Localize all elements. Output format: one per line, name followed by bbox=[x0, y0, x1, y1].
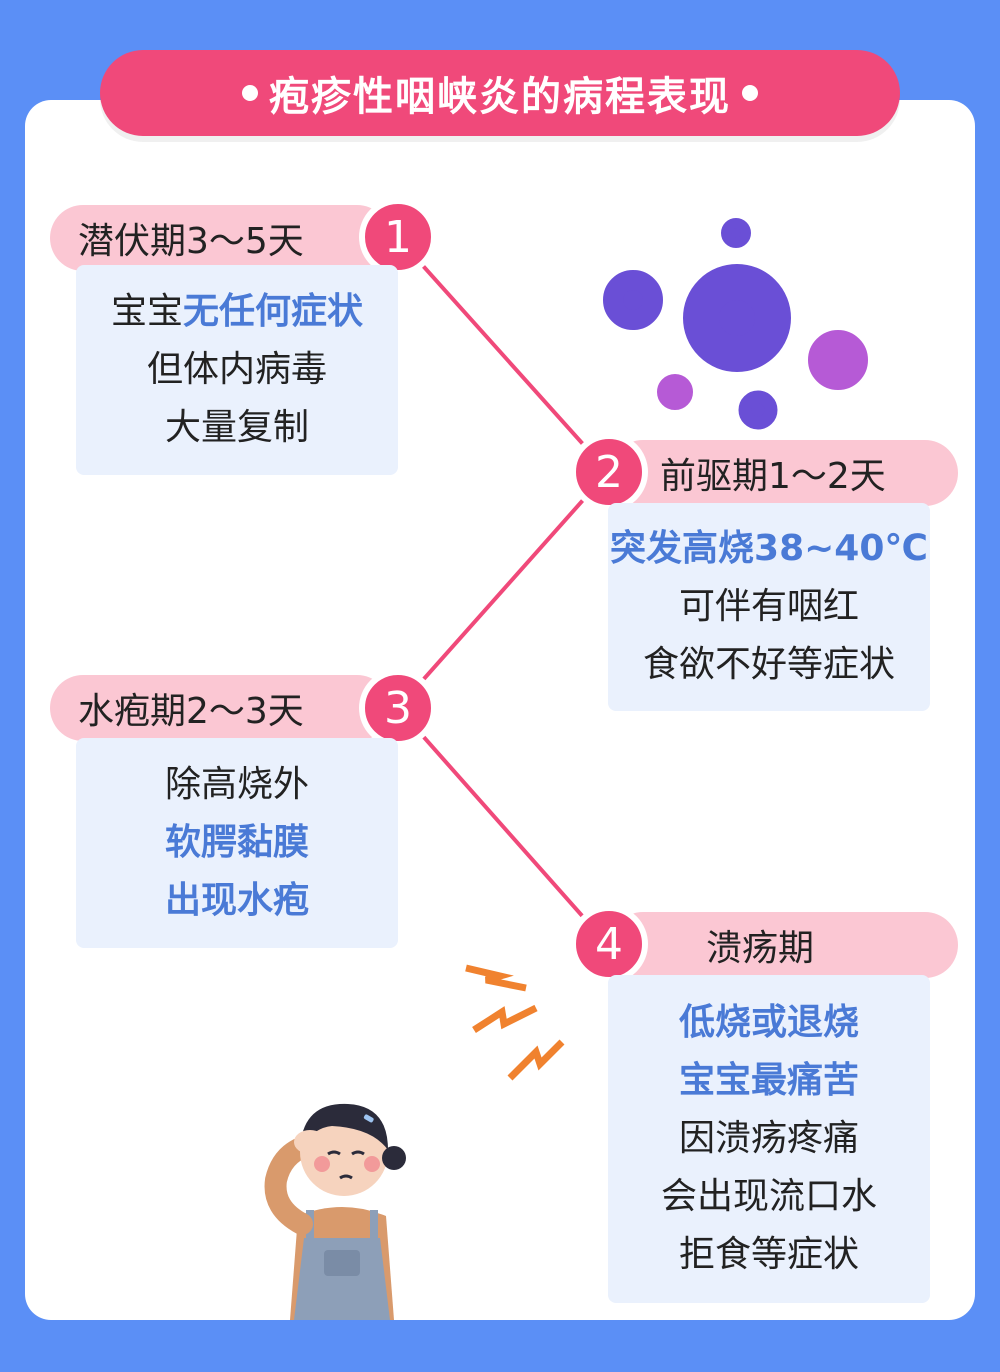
stage-4-description: 低烧或退烧 宝宝最痛苦 因溃疡疼痛 会出现流口水 拒食等症状 bbox=[608, 975, 930, 1303]
stage-2-label: 前驱期1～2天 bbox=[610, 440, 958, 506]
stage-2-label-text: 前驱期1～2天 bbox=[660, 456, 886, 497]
stage-1-line-1: 宝宝无任何症状 bbox=[110, 291, 364, 332]
stage-1-number-text: 1 bbox=[384, 211, 412, 263]
title-banner: 疱疹性咽峡炎的病程表现 bbox=[100, 50, 900, 136]
stage-3-number-text: 3 bbox=[384, 682, 412, 734]
stage-3-label-text: 水疱期2～3天 bbox=[78, 691, 304, 732]
title-dot-left bbox=[242, 85, 258, 101]
stage-4-line-3: 因溃疡疼痛 bbox=[678, 1118, 859, 1159]
stage-3-description: 除高烧外 软腭黏膜 出现水疱 bbox=[76, 738, 398, 948]
page-title: 疱疹性咽峡炎的病程表现 bbox=[269, 74, 731, 120]
stage-2-number: 2 bbox=[570, 433, 648, 511]
stage-1-label: 潜伏期3～5天 bbox=[50, 205, 390, 271]
stage-3-line-1: 除高烧外 bbox=[164, 764, 309, 805]
child-headache-illustration bbox=[264, 1103, 406, 1320]
stage-4-label: 溃疡期 bbox=[610, 912, 958, 978]
stage-2-line-3: 食欲不好等症状 bbox=[642, 644, 895, 685]
stage-1-line-2: 但体内病毒 bbox=[146, 349, 327, 390]
stage-4-line-5: 拒食等症状 bbox=[678, 1234, 859, 1275]
stage-3-line-3: 出现水疱 bbox=[164, 880, 309, 921]
stage-1-number: 1 bbox=[359, 198, 437, 276]
stage-2-line-2: 可伴有咽红 bbox=[678, 586, 859, 627]
stage-4-label-text: 溃疡期 bbox=[706, 928, 815, 969]
stage-2-line-1: 突发高烧38~40℃ bbox=[610, 528, 928, 569]
stage-4-number: 4 bbox=[570, 905, 648, 983]
stage-1-label-text: 潜伏期3～5天 bbox=[78, 221, 304, 262]
title-dot-right bbox=[742, 85, 758, 101]
stage-3-number: 3 bbox=[359, 669, 437, 747]
virus-cluster-icon bbox=[600, 210, 880, 440]
stage-3-label: 水疱期2～3天 bbox=[50, 675, 390, 741]
stage-4-line-4: 会出现流口水 bbox=[660, 1176, 877, 1217]
stage-3-line-2: 软腭黏膜 bbox=[164, 822, 309, 863]
stage-4-line-1: 低烧或退烧 bbox=[678, 1002, 859, 1043]
stage-4-line-2: 宝宝最痛苦 bbox=[678, 1060, 859, 1101]
stage-4-number-text: 4 bbox=[595, 918, 623, 970]
pain-lightning-icon bbox=[465, 964, 565, 1081]
stage-1-line-3: 大量复制 bbox=[164, 407, 309, 448]
stage-2-number-text: 2 bbox=[595, 446, 623, 498]
stage-1-description: 宝宝无任何症状 但体内病毒 大量复制 bbox=[76, 265, 398, 475]
stage-2-description: 突发高烧38~40℃ 可伴有咽红 食欲不好等症状 bbox=[608, 503, 930, 711]
